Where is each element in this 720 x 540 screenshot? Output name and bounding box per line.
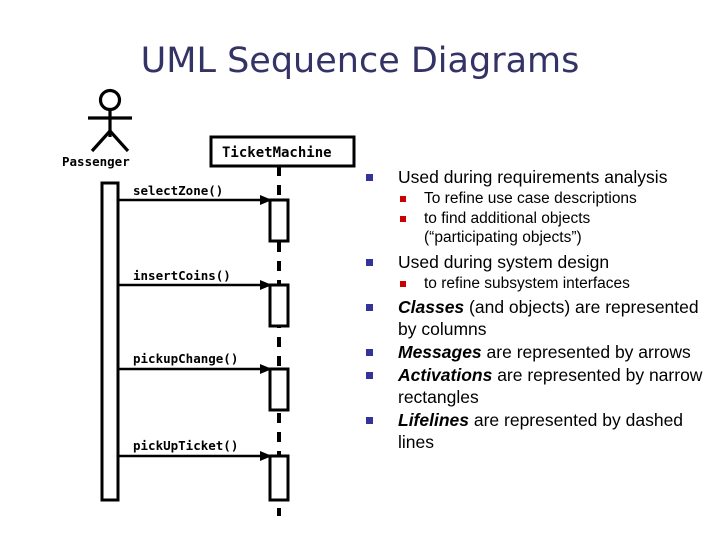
- bullet-marker-level1: [366, 174, 373, 181]
- bullet-marker-level1: [366, 417, 373, 424]
- bullet-item: Activations are represented by narrow re…: [362, 364, 710, 408]
- bullet-text: Used during system design: [398, 251, 610, 272]
- bullet-keyword: Activations: [398, 365, 493, 385]
- bullet-keyword: Messages: [398, 342, 482, 362]
- bullet-text: are represented by arrows: [481, 342, 691, 362]
- bullet-item: Lifelines are represented by dashed line…: [362, 409, 710, 453]
- actor-stick-figure: [88, 88, 132, 153]
- activation-box-4: [268, 454, 290, 502]
- bullet-marker-level2: [400, 215, 406, 222]
- bullet-marker-level1: [366, 349, 373, 356]
- bullet-text: to refine subsystem interfaces: [424, 274, 630, 292]
- bullet-marker-level1: [366, 258, 373, 266]
- message-label-3: pickupChange(): [133, 351, 238, 366]
- bullet-text: To refine use case descriptions: [424, 190, 637, 207]
- activation-box-2: [268, 283, 290, 328]
- bullet-item: Used during system design: [362, 251, 710, 273]
- bullet-keyword: Classes: [398, 297, 465, 317]
- object-box-label: TicketMachine: [222, 145, 332, 161]
- bullet-text: Used during requirements analysis: [398, 167, 668, 187]
- bullet-item: to refine subsystem interfaces: [362, 274, 710, 294]
- bullet-item: To refine use case descriptions: [362, 189, 710, 209]
- bullet-item: to find additional objects (“participati…: [362, 209, 710, 248]
- bullet-text-line-b: (“participating objects”): [424, 229, 582, 246]
- activation-bar-passenger: [100, 181, 120, 502]
- bullet-marker-level2: [400, 196, 406, 202]
- message-label-1: selectZone(): [133, 183, 223, 198]
- page-title: UML Sequence Diagrams: [140, 41, 580, 81]
- actor-label: Passenger: [62, 154, 130, 169]
- bullet-text: are represented by narrow rectangles: [398, 365, 703, 407]
- bullet-item: Messages are represented by arrows: [362, 341, 710, 363]
- bullet-text: (and objects) are represented by columns: [398, 297, 699, 339]
- activation-box-1: [268, 198, 290, 243]
- message-label-2: insertCoins(): [133, 268, 231, 283]
- bullet-text: are represented by dashed lines: [398, 410, 684, 452]
- bullet-marker-level1: [366, 372, 373, 379]
- bullet-keyword: Lifelines: [398, 410, 469, 430]
- object-box-ticketmachine: [209, 135, 356, 168]
- activation-box-3: [268, 367, 290, 412]
- sequence-diagram: Passenger TicketMachine selectZone() ins…: [62, 88, 356, 516]
- message-3: pickupChange(): [118, 351, 290, 412]
- bullet-marker-level1: [366, 304, 373, 311]
- bullet-item: Used during requirements analysis: [362, 166, 710, 188]
- bullet-list: Used during requirements analysis To ref…: [362, 166, 710, 454]
- bullet-item: Classes (and objects) are represented by…: [362, 296, 710, 340]
- message-1: selectZone(): [118, 183, 290, 243]
- message-label-4: pickUpTicket(): [133, 438, 238, 453]
- message-2: insertCoins(): [118, 268, 290, 328]
- bullet-marker-level2: [400, 280, 406, 287]
- message-4: pickUpTicket(): [118, 438, 290, 502]
- bullet-text-line-a: to find additional objects: [424, 209, 591, 227]
